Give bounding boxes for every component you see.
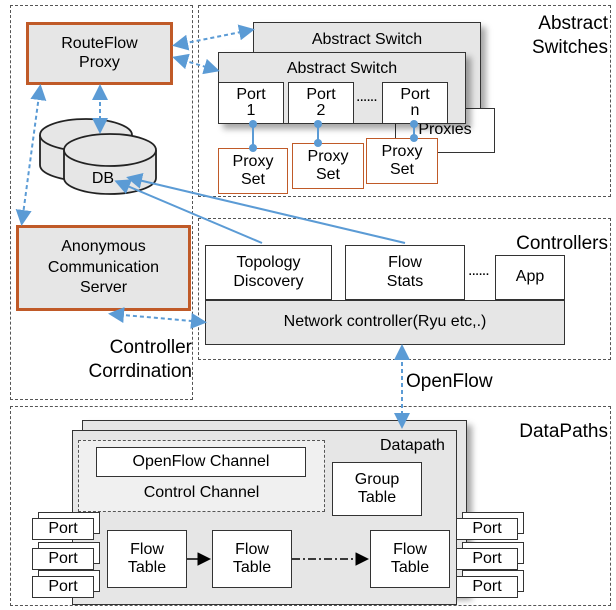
openflow-channel-box: OpenFlow Channel [96,447,306,477]
network-controller-box: Network controller(Ryu etc,.) [205,300,565,345]
controller-dots: ...... [468,262,490,279]
right-port-3: Port [456,576,518,598]
control-channel-label: Control Channel [143,484,260,501]
topology-discovery-box: Topology Discovery [205,245,332,300]
switch-port-dots: ...... [356,88,378,105]
proxies-label: Proxies [418,121,472,139]
flow-table-3: Flow Table [370,530,450,588]
flow-table-2: Flow Table [212,530,292,588]
openflow-label: OpenFlow [406,371,493,392]
group-table-box: Group Table [332,462,422,516]
controllers-label: Controllers [516,233,608,254]
controller-coordination-label: Controller Corrdination [88,337,193,382]
datapath-title: Datapath [380,437,445,454]
right-port-2: Port [456,548,518,570]
right-port-1: Port [456,518,518,540]
datapaths-label: DataPaths [519,421,608,442]
datapaths-region [10,406,611,606]
proxy-set-1: Proxy Set [218,148,288,194]
app-box: App [495,255,565,300]
switch-port-1: Port 1 [218,82,284,124]
abstract-switches-label: Abstract Switches [531,13,608,58]
left-port-1: Port [32,518,94,540]
db-label: DB [91,170,115,187]
left-port-3: Port [32,576,94,598]
left-port-2: Port [32,548,94,570]
proxy-set-2: Proxy Set [292,143,364,189]
flow-stats-box: Flow Stats [345,245,465,300]
abstract-switch-front-title: Abstract Switch [286,60,398,77]
routeflow-proxy-box: RouteFlow Proxy [26,22,173,85]
flow-table-1: Flow Table [107,530,187,588]
abstract-switch-back-title: Abstract Switch [311,31,423,48]
anonymous-communication-server-box: Anonymous Communication Server [16,225,191,311]
switch-port-2: Port 2 [288,82,354,124]
proxy-set-3: Proxy Set [366,138,438,184]
switch-port-n: Port n [382,82,448,124]
